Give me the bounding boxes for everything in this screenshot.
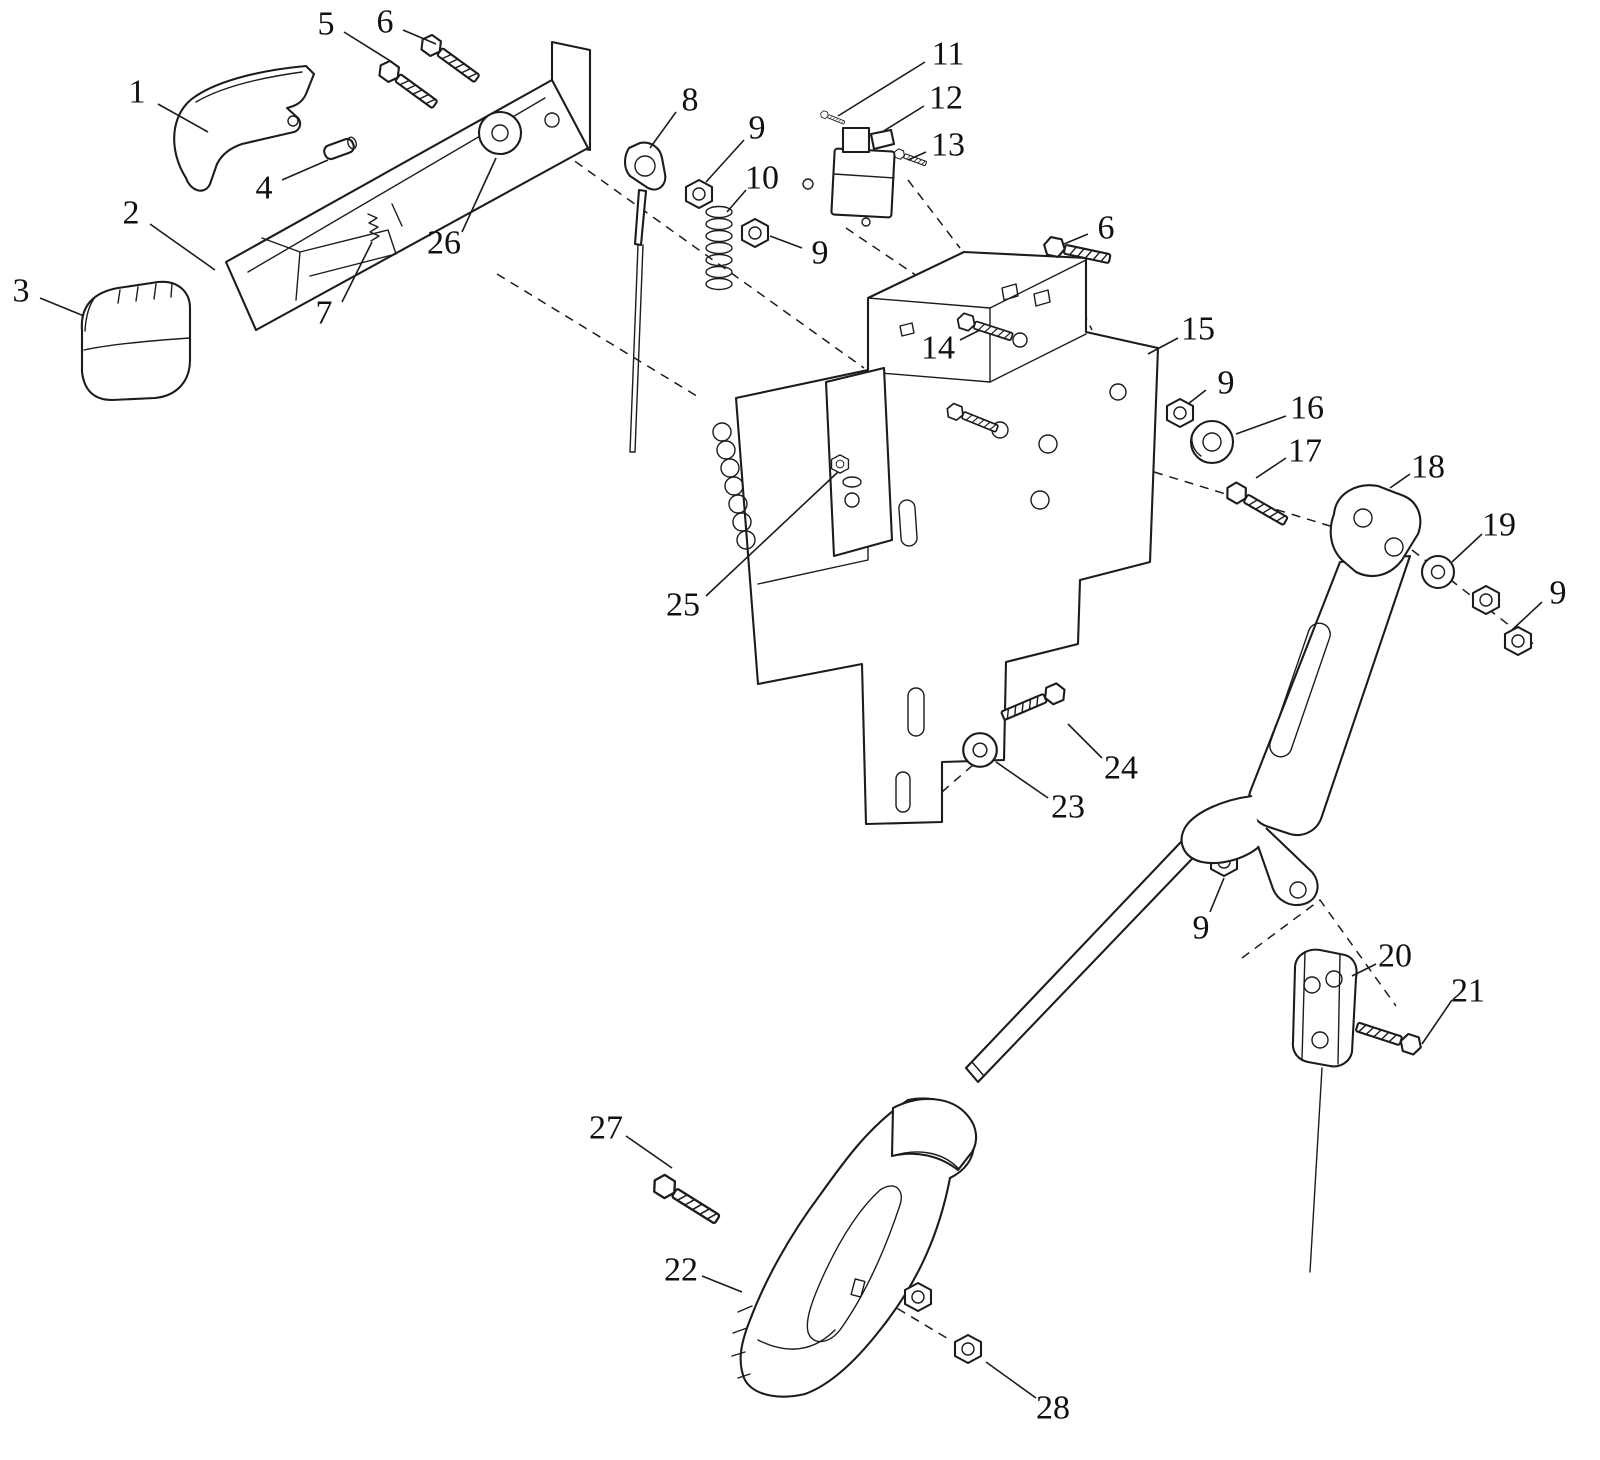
callout-5: 5 [318,6,335,43]
nut-28-b [953,1333,983,1365]
part-8-cable-rod [623,141,667,453]
leader-line-16 [1235,415,1287,435]
leader-line-21 [1421,999,1453,1045]
callout-26: 26 [427,225,461,262]
callout-22: 22 [664,1252,698,1289]
part-16-bushing [1189,419,1235,465]
leader-line-3 [39,297,85,317]
leader-line-9d [1511,601,1543,631]
part-12-switch [802,126,896,227]
callout-18: 18 [1411,449,1445,486]
callout-19: 19 [1482,507,1516,544]
screw-13 [892,147,929,169]
part-15-mounting-bracket [712,250,1160,826]
part-1-handle-lever [173,64,316,192]
leader-line-8 [649,111,677,149]
leader-line-11 [837,61,926,117]
leader-line-9b [769,235,803,249]
callout-6b: 6 [1098,210,1115,247]
callout-9b: 9 [812,235,829,272]
leader-line-26 [461,157,497,233]
leader-line-14 [959,329,981,341]
callout-17: 17 [1288,433,1322,470]
callout-2: 2 [123,195,140,232]
bolt-27 [648,1170,724,1230]
leader-line-1 [157,103,209,133]
bolt-5 [374,56,442,113]
nut-9-d2 [1503,625,1533,657]
washer-19 [1420,554,1456,590]
callout-28: 28 [1036,1390,1070,1427]
callout-27: 27 [589,1110,623,1147]
leader-line-13 [907,151,927,161]
callout-16: 16 [1290,390,1324,427]
leader-line-25 [705,471,839,597]
bolt-21 [1353,1017,1425,1058]
callout-10: 10 [745,160,779,197]
callout-13: 13 [931,127,965,164]
callout-11: 11 [932,36,965,73]
leader-line-27 [625,1135,673,1169]
leader-line-9a [705,139,745,183]
part-20-cable-clevis [1291,948,1358,1273]
callout-1: 1 [129,74,146,111]
leader-line-20 [1351,963,1377,977]
leader-line-19 [1451,533,1483,563]
callout-14: 14 [921,330,955,367]
leader-line-9c [1187,389,1207,405]
callout-4: 4 [256,170,273,207]
part-25-cable-anchor-plate [824,366,894,558]
leader-line-18 [1389,473,1411,489]
part-4-pin [323,136,357,161]
leader-line-15 [1147,337,1179,355]
bushing-26 [477,110,523,156]
washer-23 [962,732,998,768]
callout-6a: 6 [377,4,394,41]
leader-line-12 [881,105,925,133]
leader-line-6a [402,29,437,45]
leader-line-2 [149,223,216,271]
callout-23: 23 [1051,789,1085,826]
callout-9c: 9 [1218,365,1235,402]
callout-25: 25 [666,587,700,624]
part-18-lever-arm [964,484,1422,1084]
nut-28-a [903,1281,933,1313]
callout-8: 8 [682,82,699,119]
callout-9e: 9 [1193,910,1210,947]
callout-15: 15 [1181,311,1215,348]
leader-line-9e [1209,877,1225,913]
part-22-handle-grip [731,1097,978,1398]
nut-9-b [740,217,770,249]
leader-line-24 [1067,723,1103,759]
leader-line-28 [985,1361,1037,1399]
part-10-spring [705,205,733,291]
leader-line-23 [995,761,1049,799]
leader-line-22 [701,1275,743,1293]
screw-11 [819,109,847,127]
leader-line-17 [1255,457,1287,479]
part-7-spring-pin [367,213,380,242]
callout-21: 21 [1451,973,1485,1010]
callout-9d: 9 [1550,575,1567,612]
nut-9-d1 [1471,584,1501,616]
leader-line-7 [341,241,373,303]
part-3-grip-knob [80,280,192,402]
leader-line-6b [1063,233,1089,245]
leader-line-10 [726,189,747,213]
leader-line-5 [343,31,393,63]
callout-3: 3 [13,273,30,310]
bolt-24 [998,680,1070,726]
cable-coil [712,422,756,550]
callout-9a: 9 [749,110,766,147]
bolt-17 [1221,478,1292,531]
callout-7: 7 [316,295,333,332]
leader-line-4 [281,159,329,181]
nut-9-a [684,178,714,210]
callout-20: 20 [1378,938,1412,975]
part-2-pivot-bar [224,40,592,332]
callout-24: 24 [1104,750,1138,787]
callout-12: 12 [929,80,963,117]
